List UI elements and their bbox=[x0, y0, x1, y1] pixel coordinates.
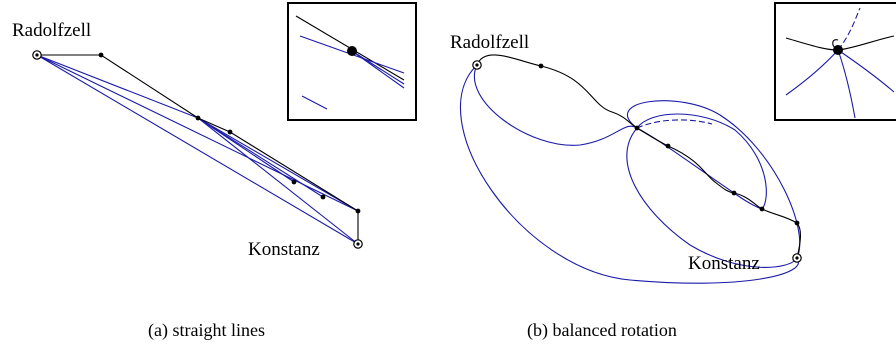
panel-b-inset-frame bbox=[774, 2, 896, 121]
panel-b-inset-node bbox=[833, 45, 843, 55]
panel-a-stops bbox=[98, 52, 361, 214]
panel-a-stop bbox=[98, 52, 104, 58]
panel-a-black-route bbox=[37, 54, 359, 244]
panel-b-blue-routes bbox=[459, 64, 801, 284]
panel-b-stop bbox=[634, 125, 640, 131]
panel-b-blue-route-4 bbox=[626, 127, 798, 268]
panel-a-label-radolfzell: Radolfzell bbox=[12, 20, 91, 41]
panel-a-stop bbox=[320, 194, 326, 200]
panel-b-inset bbox=[774, 2, 896, 121]
panel-b-stop bbox=[759, 206, 765, 212]
panel-b: Radolfzell Konstanz bbox=[450, 2, 896, 284]
caption-b: (b) balanced rotation bbox=[527, 320, 677, 341]
panel-b-stop bbox=[794, 220, 800, 226]
panel-a-blue-route-7 bbox=[197, 117, 324, 198]
panel-a-inset-node bbox=[347, 46, 357, 56]
panel-b-blue-route-dashed bbox=[636, 119, 713, 129]
panel-b-stop bbox=[731, 190, 737, 196]
panel-a-terminal-konstanz bbox=[353, 239, 363, 249]
caption-a: (a) straight lines bbox=[148, 320, 265, 341]
panel-a-stop bbox=[355, 208, 361, 214]
panel-a-blue-routes bbox=[36, 54, 359, 245]
panel-a-inset bbox=[287, 2, 417, 121]
panel-b-label-konstanz: Konstanz bbox=[688, 253, 760, 274]
panel-b-blue-route-3 bbox=[627, 100, 801, 259]
panel-b-stop bbox=[665, 143, 671, 149]
panel-a-stop bbox=[291, 179, 297, 185]
panel-b-blue-route-1 bbox=[459, 64, 800, 284]
panel-a-blue-route-1 bbox=[36, 54, 199, 119]
panel-b-terminal-konstanz bbox=[792, 253, 802, 263]
panel-b-terminal-radolfzell bbox=[472, 60, 482, 70]
panel-a-label-konstanz: Konstanz bbox=[248, 239, 320, 260]
panel-a-terminal-radolfzell bbox=[32, 50, 42, 60]
panel-b-blue-route-2 bbox=[474, 64, 638, 146]
panel-b-stops bbox=[538, 63, 800, 226]
panel-a-blue-route-5 bbox=[197, 117, 359, 212]
panel-a-blue-route-4 bbox=[197, 117, 359, 245]
panel-b-blue-route-6 bbox=[636, 113, 767, 210]
panel-b-black-route bbox=[476, 54, 801, 259]
panel-a-stop bbox=[227, 129, 233, 135]
panel-a-blue-route-3 bbox=[36, 54, 359, 245]
panel-b-stop bbox=[538, 63, 544, 69]
panel-a: Radolfzell Konstanz bbox=[12, 2, 417, 260]
panel-a-inset-frame bbox=[287, 2, 417, 121]
panel-a-stop bbox=[195, 115, 201, 121]
panel-b-label-radolfzell: Radolfzell bbox=[450, 32, 529, 53]
